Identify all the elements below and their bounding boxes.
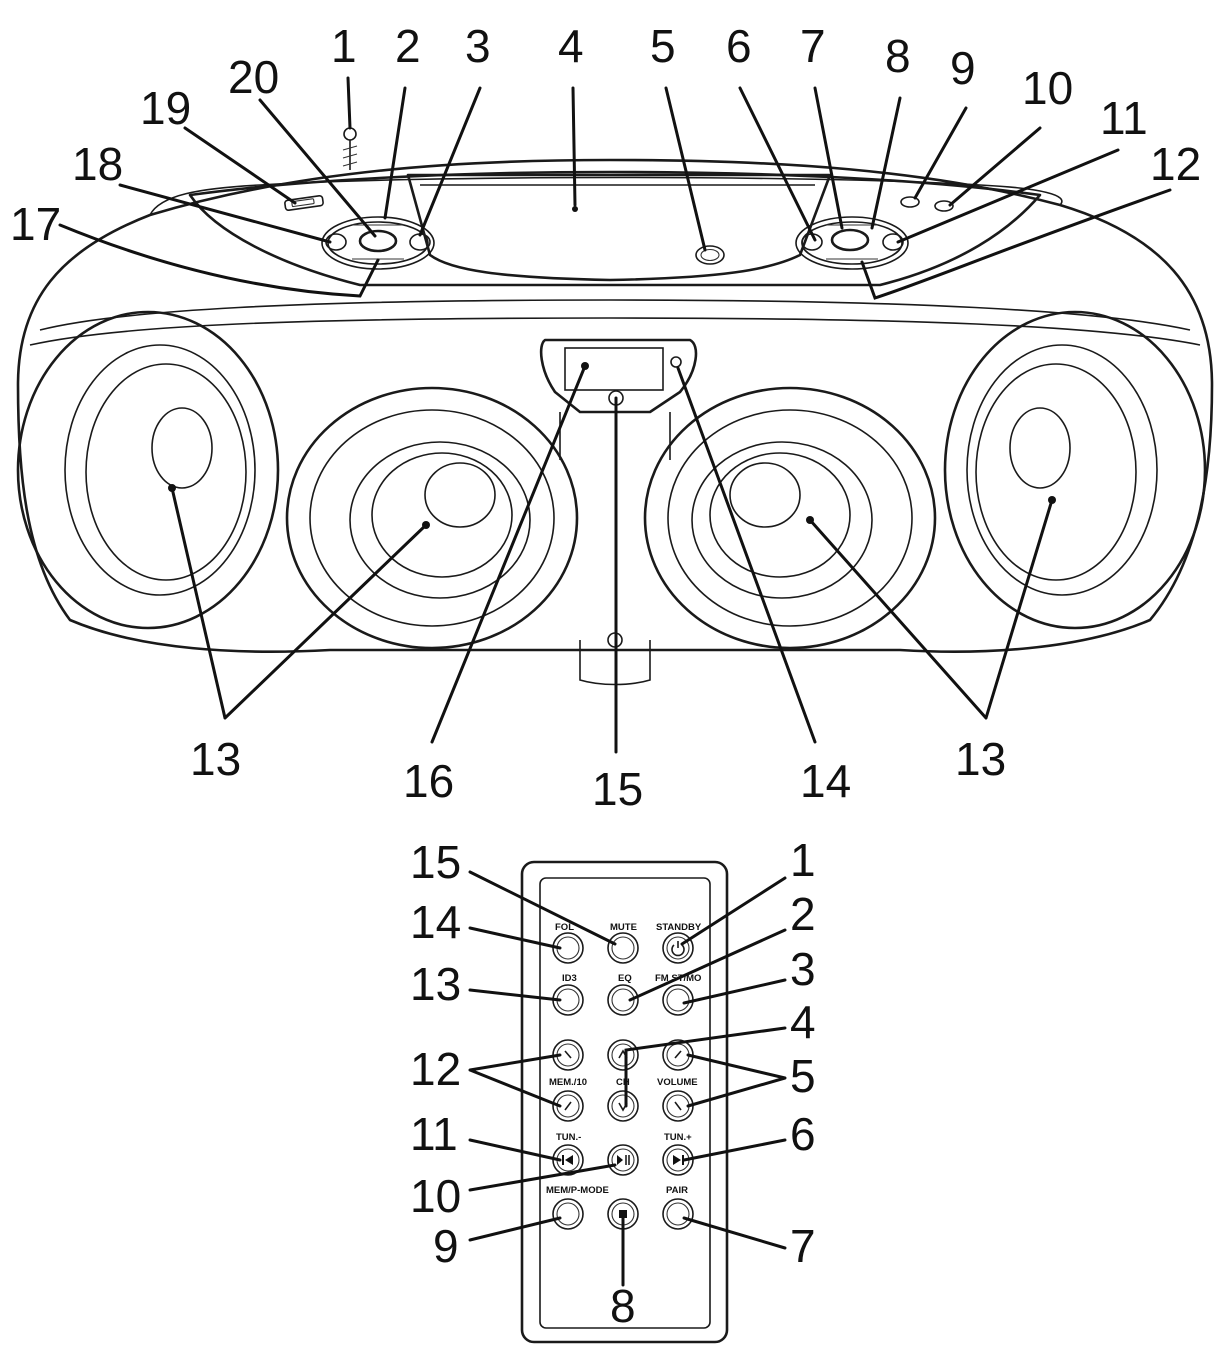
right-control-cluster	[795, 216, 909, 270]
callout-13-right: 13	[955, 733, 1006, 785]
label-id3: ID3	[562, 973, 577, 984]
label-tun-minus: TUN.-	[556, 1132, 581, 1143]
callout-3: 3	[465, 20, 491, 72]
ch-down-button	[607, 1090, 639, 1122]
ch-up-button	[607, 1039, 639, 1071]
stop-icon	[619, 1210, 627, 1218]
power-icon	[671, 941, 685, 957]
label-ch: CH	[616, 1077, 630, 1088]
label-mute: MUTE	[610, 922, 637, 933]
skip-previous-icon	[562, 1155, 573, 1165]
remote-callout-2: 2	[790, 888, 816, 940]
callout-20: 20	[228, 51, 279, 103]
play-pause-icon	[617, 1155, 630, 1165]
callout-8: 8	[885, 30, 911, 82]
top-deck	[188, 170, 1042, 287]
skip-next-icon	[673, 1155, 684, 1165]
boombox-callouts: 1 2 3 4 5 6 7 8 9 10 11 12 13 13 14 15 1…	[10, 20, 1201, 815]
boombox-leaders	[58, 76, 1172, 754]
remote-callouts: 1 2 3 4 5 6 7 8 9 10 11 12 13 14 15	[410, 834, 816, 1332]
cd-lid	[406, 173, 832, 282]
remote-callout-5: 5	[790, 1050, 816, 1102]
eq-button	[607, 984, 639, 1016]
standby-button	[662, 932, 694, 964]
remote-inner-panel	[539, 877, 711, 1329]
remote-outer-body	[520, 860, 729, 1344]
label-volume: VOLUME	[657, 1077, 698, 1088]
callout-18: 18	[72, 138, 123, 190]
fm-stereo-button	[662, 984, 694, 1016]
callout-12: 12	[1150, 138, 1201, 190]
remote-callout-3: 3	[790, 943, 816, 995]
remote-leaders	[468, 870, 787, 1287]
label-pair: PAIR	[666, 1185, 688, 1196]
tun-minus-button	[552, 1144, 584, 1176]
label-eq: EQ	[618, 973, 632, 984]
speaker-center-left	[285, 386, 579, 650]
remote-callout-12: 12	[410, 1043, 461, 1095]
callout-13-left: 13	[190, 733, 241, 785]
callout-6: 6	[726, 20, 752, 72]
callout-9: 9	[950, 42, 976, 94]
remote-illustration: FOL MUTE STANDBY ID3 EQ FM ST/MO MEM./10…	[410, 834, 816, 1344]
remote-callout-4: 4	[790, 996, 816, 1048]
remote-callout-14: 14	[410, 896, 461, 948]
display-window	[564, 347, 664, 391]
remote-callout-9: 9	[433, 1220, 459, 1272]
pair-button	[662, 1198, 694, 1230]
speaker-center-right	[643, 386, 937, 650]
speaker-far-right	[943, 310, 1207, 630]
mute-button	[607, 932, 639, 964]
remote-callout-1: 1	[790, 834, 816, 886]
remote-callout-11: 11	[410, 1108, 458, 1160]
label-standby: STANDBY	[656, 922, 702, 933]
callout-15: 15	[592, 763, 643, 815]
speaker-far-left	[16, 310, 280, 630]
callout-4: 4	[558, 20, 584, 72]
remote-callout-8: 8	[610, 1280, 636, 1332]
boombox-illustration: 1 2 3 4 5 6 7 8 9 10 11 12 13 13 14 15 1…	[10, 20, 1214, 815]
display-frame	[539, 338, 698, 414]
callout-17: 17	[10, 198, 61, 250]
remote-callout-13: 13	[410, 958, 461, 1010]
label-tun-plus: TUN.+	[664, 1132, 692, 1143]
callout-16: 16	[403, 755, 454, 807]
remote-callout-15: 15	[410, 836, 461, 888]
remote-callout-6: 6	[790, 1108, 816, 1160]
callout-7: 7	[800, 20, 826, 72]
label-folder: FOL	[555, 922, 574, 933]
callout-5: 5	[650, 20, 676, 72]
callout-10: 10	[1022, 62, 1073, 114]
play-pause-button	[607, 1144, 639, 1176]
remote-callout-7: 7	[790, 1220, 816, 1272]
label-mem-10: MEM./10	[549, 1077, 587, 1088]
callout-2: 2	[395, 20, 421, 72]
callout-1: 1	[331, 20, 357, 72]
remote-callout-10: 10	[410, 1170, 461, 1222]
callout-11: 11	[1100, 92, 1148, 144]
callout-14: 14	[800, 755, 851, 807]
boombox-body-outline	[16, 158, 1214, 653]
label-mem-p-mode: MEM/P-MODE	[546, 1185, 609, 1196]
callout-19: 19	[140, 82, 191, 134]
mem-p-mode-button	[552, 1198, 584, 1230]
